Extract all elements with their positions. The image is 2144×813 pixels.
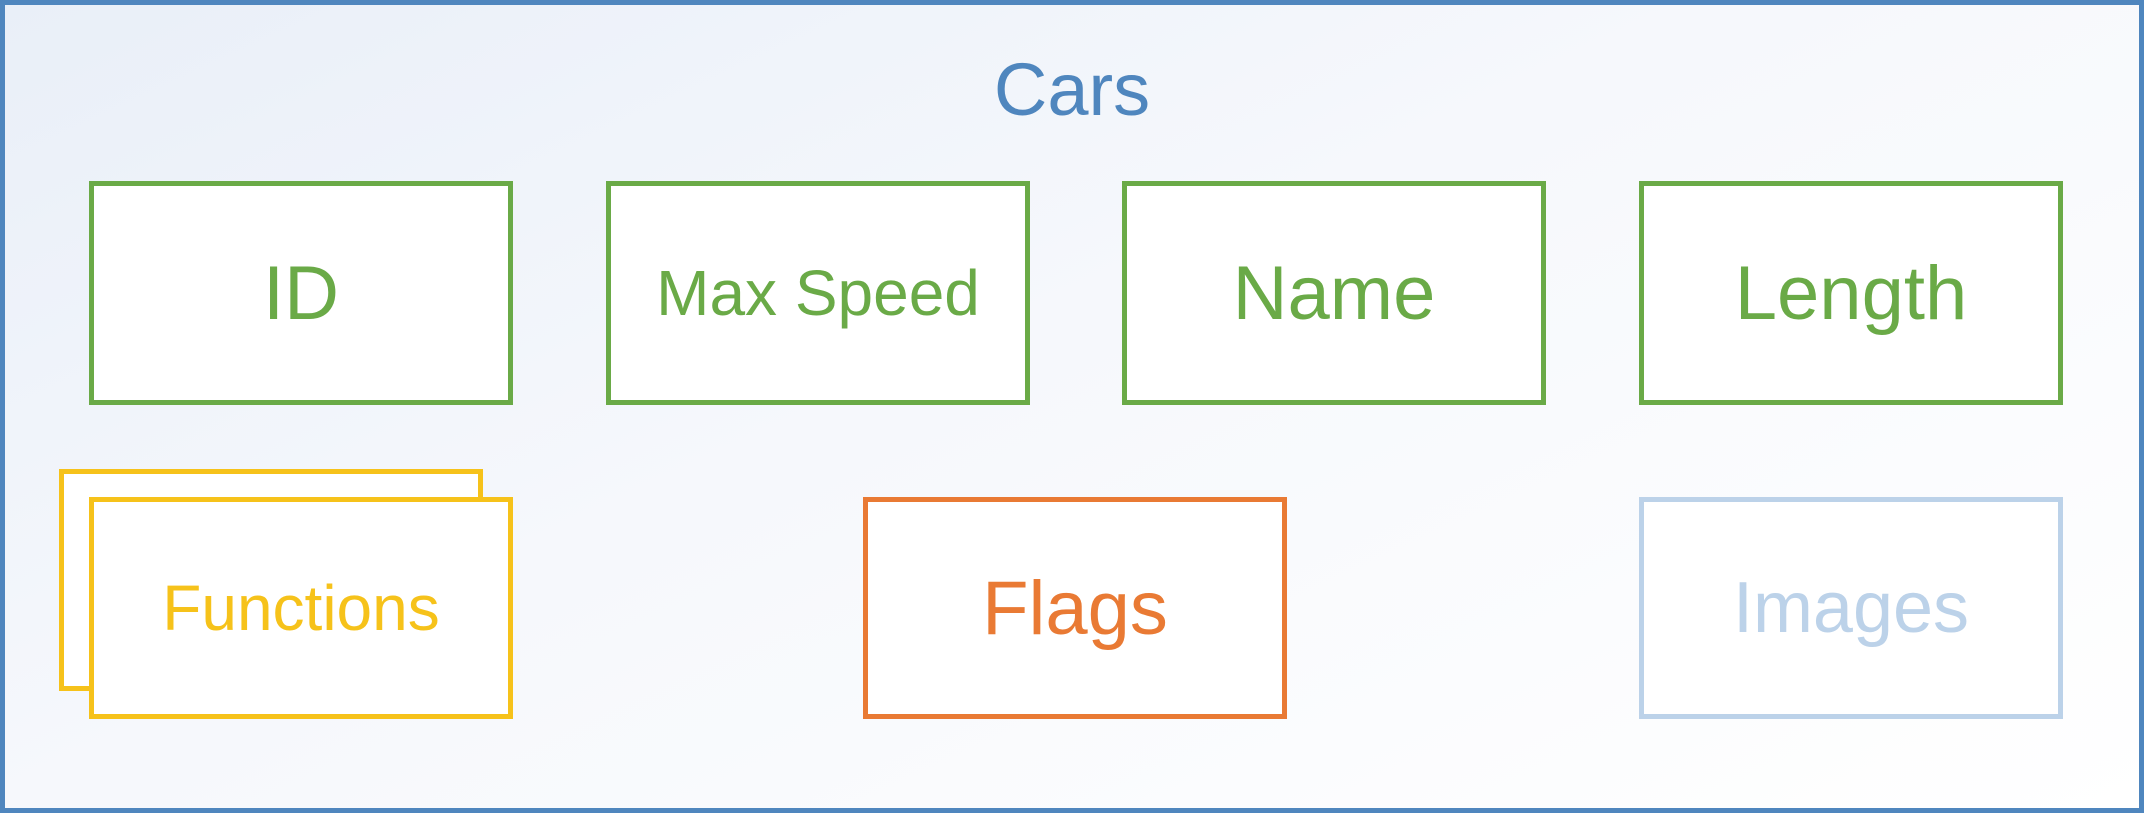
flags-box: Flags xyxy=(863,497,1287,719)
field-name-label: Name xyxy=(1232,250,1436,336)
functions-label: Functions xyxy=(162,572,440,644)
field-id-label: ID xyxy=(263,250,339,336)
field-max-speed-label: Max Speed xyxy=(656,257,980,329)
images-box: Images xyxy=(1639,497,2063,719)
functions-box: Functions xyxy=(89,497,513,719)
field-max-speed-box: Max Speed xyxy=(606,181,1030,405)
field-length-box: Length xyxy=(1639,181,2063,405)
field-length-label: Length xyxy=(1734,250,1968,336)
field-name-box: Name xyxy=(1122,181,1546,405)
diagram-title: Cars xyxy=(993,48,1151,131)
flags-label: Flags xyxy=(982,565,1168,651)
field-id-box: ID xyxy=(89,181,513,405)
images-label: Images xyxy=(1732,568,1970,648)
